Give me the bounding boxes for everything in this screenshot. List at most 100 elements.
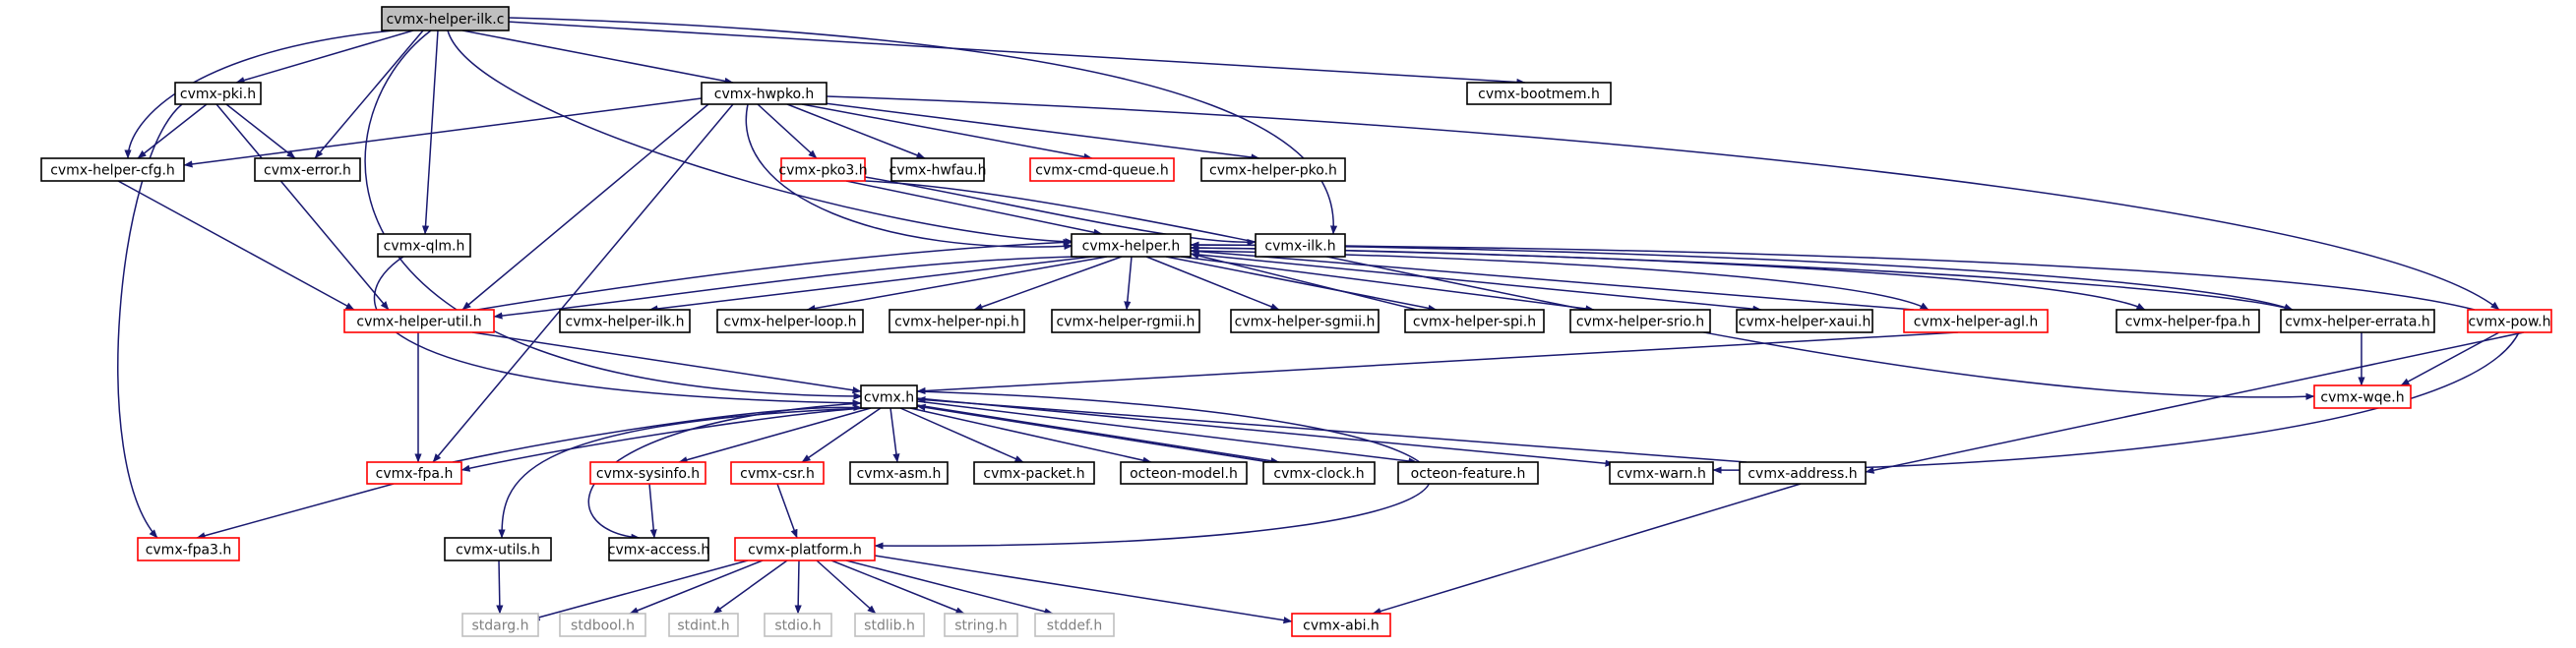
node-hagl[interactable]: cvmx-helper-agl.h: [1903, 309, 2049, 333]
node-packet-label: cvmx-packet.h: [983, 466, 1084, 482]
edge-hwpko-to-pko3: [757, 103, 818, 159]
node-asm-box: [849, 461, 949, 485]
node-ofeature[interactable]: octeon-feature.h: [1397, 461, 1539, 485]
edge-hwpko-to-hutil: [461, 103, 709, 311]
edge-platform-to-stdio: [794, 560, 802, 615]
node-csr-label: cvmx-csr.h: [740, 466, 815, 482]
node-stdbool-box: [559, 613, 646, 637]
edge-hspi-to-helper: [1190, 252, 1418, 311]
node-utils[interactable]: cvmx-utils.h: [444, 537, 552, 561]
node-helper[interactable]: cvmx-helper.h: [1071, 233, 1192, 258]
node-stddef-label: stddef.h: [1047, 619, 1102, 634]
node-hsgmii[interactable]: cvmx-helper-sgmii.h: [1230, 309, 1380, 333]
node-sysinfo[interactable]: cvmx-sysinfo.h: [589, 461, 706, 485]
edge-platform-to-stdbool: [629, 560, 764, 615]
node-hfpa-label: cvmx-helper-fpa.h: [2125, 315, 2250, 330]
node-sysinfo-box: [589, 461, 706, 485]
node-hcfg[interactable]: cvmx-helper-cfg.h: [40, 157, 185, 182]
node-pki[interactable]: cvmx-pki.h: [174, 82, 262, 105]
edge-helper-to-hspi: [1165, 256, 1438, 312]
node-hxaui[interactable]: cvmx-helper-xaui.h: [1736, 309, 1873, 333]
node-hspi-label: cvmx-helper-spi.h: [1413, 315, 1536, 330]
node-hutil[interactable]: cvmx-helper-util.h: [343, 309, 495, 333]
edge-address-to-cvmx: [916, 396, 1748, 463]
edge-pko3-to-helper: [845, 180, 1103, 236]
node-ilk-label: cvmx-ilk.h: [1264, 239, 1335, 255]
node-csr-box: [730, 461, 825, 485]
node-fpa[interactable]: cvmx-fpa.h: [366, 461, 462, 485]
node-stdarg-label: stdarg.h: [472, 619, 529, 634]
node-hagl-box: [1903, 309, 2049, 333]
node-clock[interactable]: cvmx-clock.h: [1262, 461, 1376, 485]
node-wqe-box: [2313, 384, 2412, 409]
node-cvmx-box: [860, 384, 918, 409]
node-root[interactable]: cvmx-helper-ilk.c: [381, 6, 510, 31]
node-bootmem[interactable]: cvmx-bootmem.h: [1466, 82, 1612, 105]
node-hpko[interactable]: cvmx-helper-pko.h: [1200, 157, 1346, 182]
node-hwpko[interactable]: cvmx-hwpko.h: [701, 82, 828, 105]
node-stdio-label: stdio.h: [774, 619, 821, 634]
node-platform[interactable]: cvmx-platform.h: [734, 537, 876, 561]
node-cmdq[interactable]: cvmx-cmd-queue.h: [1029, 157, 1175, 182]
node-string-label: string.h: [954, 619, 1008, 634]
edge-pki-to-hcfg: [137, 103, 208, 159]
node-utils-label: cvmx-utils.h: [456, 543, 540, 559]
node-hcfg-box: [40, 157, 185, 182]
node-herrata[interactable]: cvmx-helper-errata.h: [2280, 309, 2435, 333]
edge-root-to-error: [314, 29, 424, 159]
node-hrgmii[interactable]: cvmx-helper-rgmii.h: [1051, 309, 1200, 333]
node-stdarg-box: [461, 613, 539, 637]
node-ofeature-box: [1397, 461, 1539, 485]
node-hloop[interactable]: cvmx-helper-loop.h: [716, 309, 864, 333]
node-hsrio[interactable]: cvmx-helper-srio.h: [1569, 309, 1711, 333]
node-fpa-box: [366, 461, 462, 485]
node-error[interactable]: cvmx-error.h: [254, 157, 361, 182]
node-hrgmii-box: [1051, 309, 1200, 333]
node-omodel[interactable]: octeon-model.h: [1120, 461, 1248, 485]
edge-clock-to-cvmx: [916, 403, 1270, 463]
node-ilk[interactable]: cvmx-ilk.h: [1255, 233, 1346, 258]
node-hilk-label: cvmx-helper-ilk.h: [566, 315, 685, 330]
node-csr[interactable]: cvmx-csr.h: [730, 461, 825, 485]
node-hwfau[interactable]: cvmx-hwfau.h: [889, 157, 987, 182]
edge-hwpko-to-hcfg: [183, 97, 703, 168]
edge-platform-to-string: [830, 560, 965, 615]
node-hfpa[interactable]: cvmx-helper-fpa.h: [2116, 309, 2260, 333]
node-pow-box: [2467, 309, 2552, 333]
edge-helper-to-hsrio: [1180, 256, 1595, 313]
node-asm[interactable]: cvmx-asm.h: [849, 461, 949, 485]
node-qlm[interactable]: cvmx-qlm.h: [377, 233, 471, 258]
node-hxaui-box: [1736, 309, 1873, 333]
node-packet[interactable]: cvmx-packet.h: [973, 461, 1095, 485]
edge-hwpko-to-pow: [826, 95, 2500, 311]
node-omodel-label: octeon-model.h: [1130, 466, 1238, 482]
node-cvmx[interactable]: cvmx.h: [860, 384, 918, 409]
node-wqe[interactable]: cvmx-wqe.h: [2313, 384, 2412, 409]
node-warn[interactable]: cvmx-warn.h: [1609, 461, 1714, 485]
node-address[interactable]: cvmx-address.h: [1739, 461, 1867, 485]
edge-platform-to-stddef: [845, 560, 1054, 616]
edge-qlm-to-cvmx: [373, 256, 862, 407]
node-hspi-box: [1404, 309, 1545, 333]
node-hspi[interactable]: cvmx-helper-spi.h: [1404, 309, 1545, 333]
node-hilk[interactable]: cvmx-helper-ilk.h: [559, 309, 691, 333]
node-fpa3[interactable]: cvmx-fpa3.h: [137, 537, 240, 561]
edge-cvmx-to-sysinfo: [678, 407, 872, 464]
edge-root-to-pki: [235, 29, 414, 85]
edge-hagl-to-helper: [1190, 248, 1915, 311]
edge-pki-to-hutil: [215, 103, 390, 311]
node-hfpa-box: [2116, 309, 2260, 333]
node-root-box: [381, 6, 510, 31]
node-pow[interactable]: cvmx-pow.h: [2467, 309, 2552, 333]
node-abi[interactable]: cvmx-abi.h: [1291, 613, 1391, 637]
edge-platform-to-stdlib: [816, 560, 877, 615]
node-pko3[interactable]: cvmx-pko3.h: [778, 157, 868, 182]
node-access[interactable]: cvmx-access.h: [608, 537, 709, 561]
node-hcfg-label: cvmx-helper-cfg.h: [50, 163, 175, 179]
node-ilk-box: [1255, 233, 1346, 258]
node-hagl-label: cvmx-helper-agl.h: [1914, 315, 2038, 330]
edge-address-to-abi: [1372, 483, 1802, 615]
node-hnpi[interactable]: cvmx-helper-npi.h: [889, 309, 1025, 333]
node-hsgmii-label: cvmx-helper-sgmii.h: [1235, 315, 1376, 330]
